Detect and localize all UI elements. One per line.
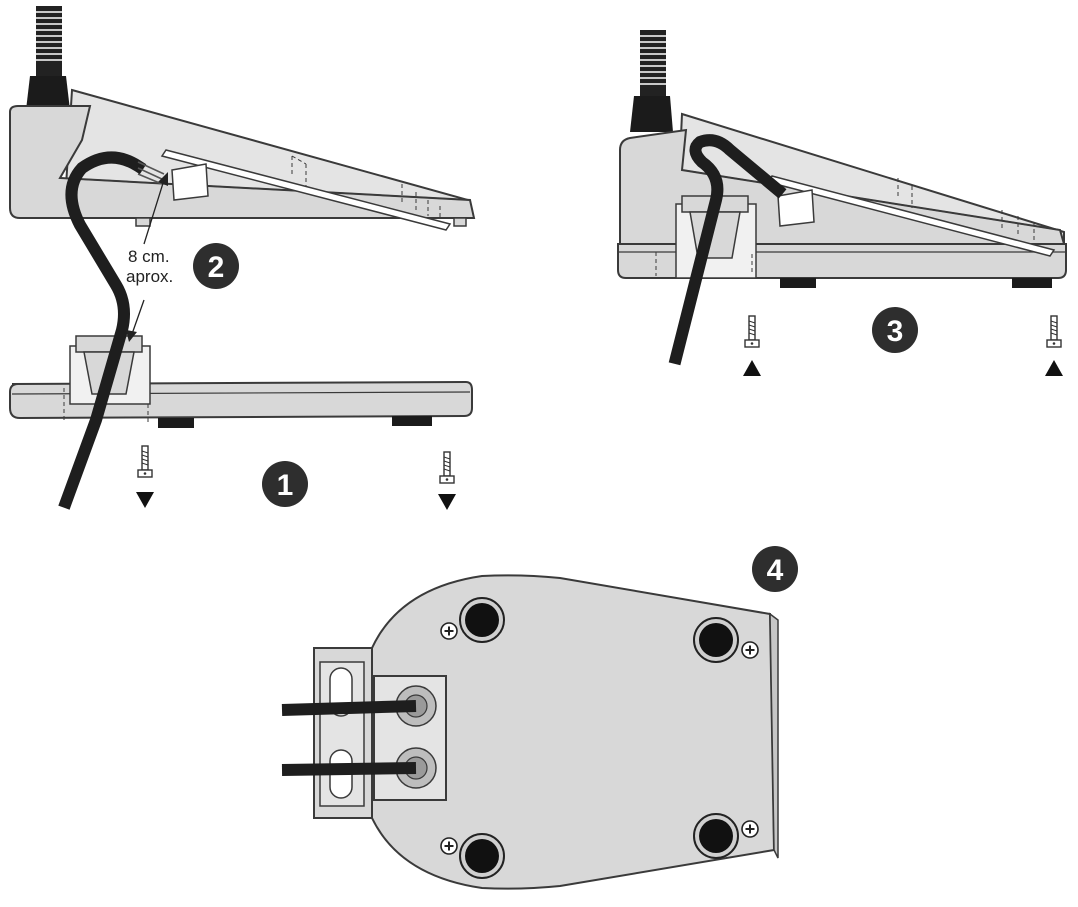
step-1-badge: 1 bbox=[262, 461, 308, 507]
lower-base bbox=[9, 335, 473, 428]
side-view-assembled: 3 bbox=[617, 30, 1067, 376]
arrow-down-icon bbox=[136, 492, 154, 508]
phillips-screw-icon bbox=[440, 622, 458, 640]
gooseneck-icon bbox=[26, 6, 70, 110]
length-note-line1: 8 cm. bbox=[128, 247, 170, 266]
cable bbox=[668, 134, 787, 366]
cable bbox=[281, 700, 417, 716]
phillips-screw-icon bbox=[440, 837, 458, 855]
screw-icon bbox=[1046, 315, 1062, 348]
upper-housing bbox=[9, 88, 476, 231]
step-3-label: 3 bbox=[887, 315, 904, 348]
step-4-badge: 4 bbox=[752, 546, 798, 592]
step-2-badge: 2 bbox=[193, 243, 239, 289]
step-3-badge: 3 bbox=[872, 307, 918, 353]
screw-icon bbox=[137, 445, 153, 478]
side-view-exploded: 8 cm. aprox. 2 1 bbox=[9, 6, 476, 510]
step-4-label: 4 bbox=[767, 554, 784, 587]
screw-icon bbox=[439, 451, 455, 484]
rubber-foot-icon bbox=[693, 813, 739, 859]
step-1-label: 1 bbox=[277, 469, 294, 502]
screw-icon bbox=[744, 315, 760, 348]
rubber-foot-icon bbox=[459, 597, 505, 643]
phillips-screw-icon bbox=[741, 641, 759, 659]
rubber-foot-icon bbox=[459, 833, 505, 879]
gooseneck-icon bbox=[630, 30, 673, 132]
arrow-up-icon bbox=[1045, 360, 1063, 376]
step-2-label: 2 bbox=[208, 251, 225, 284]
cable bbox=[281, 762, 417, 776]
rubber-foot-icon bbox=[693, 617, 739, 663]
arrow-up-icon bbox=[743, 360, 761, 376]
bottom-view: 4 bbox=[281, 546, 798, 890]
cable bbox=[58, 151, 147, 510]
length-note-line2: aprox. bbox=[126, 267, 173, 286]
arrow-down-icon bbox=[438, 494, 456, 510]
phillips-screw-icon bbox=[741, 820, 759, 838]
